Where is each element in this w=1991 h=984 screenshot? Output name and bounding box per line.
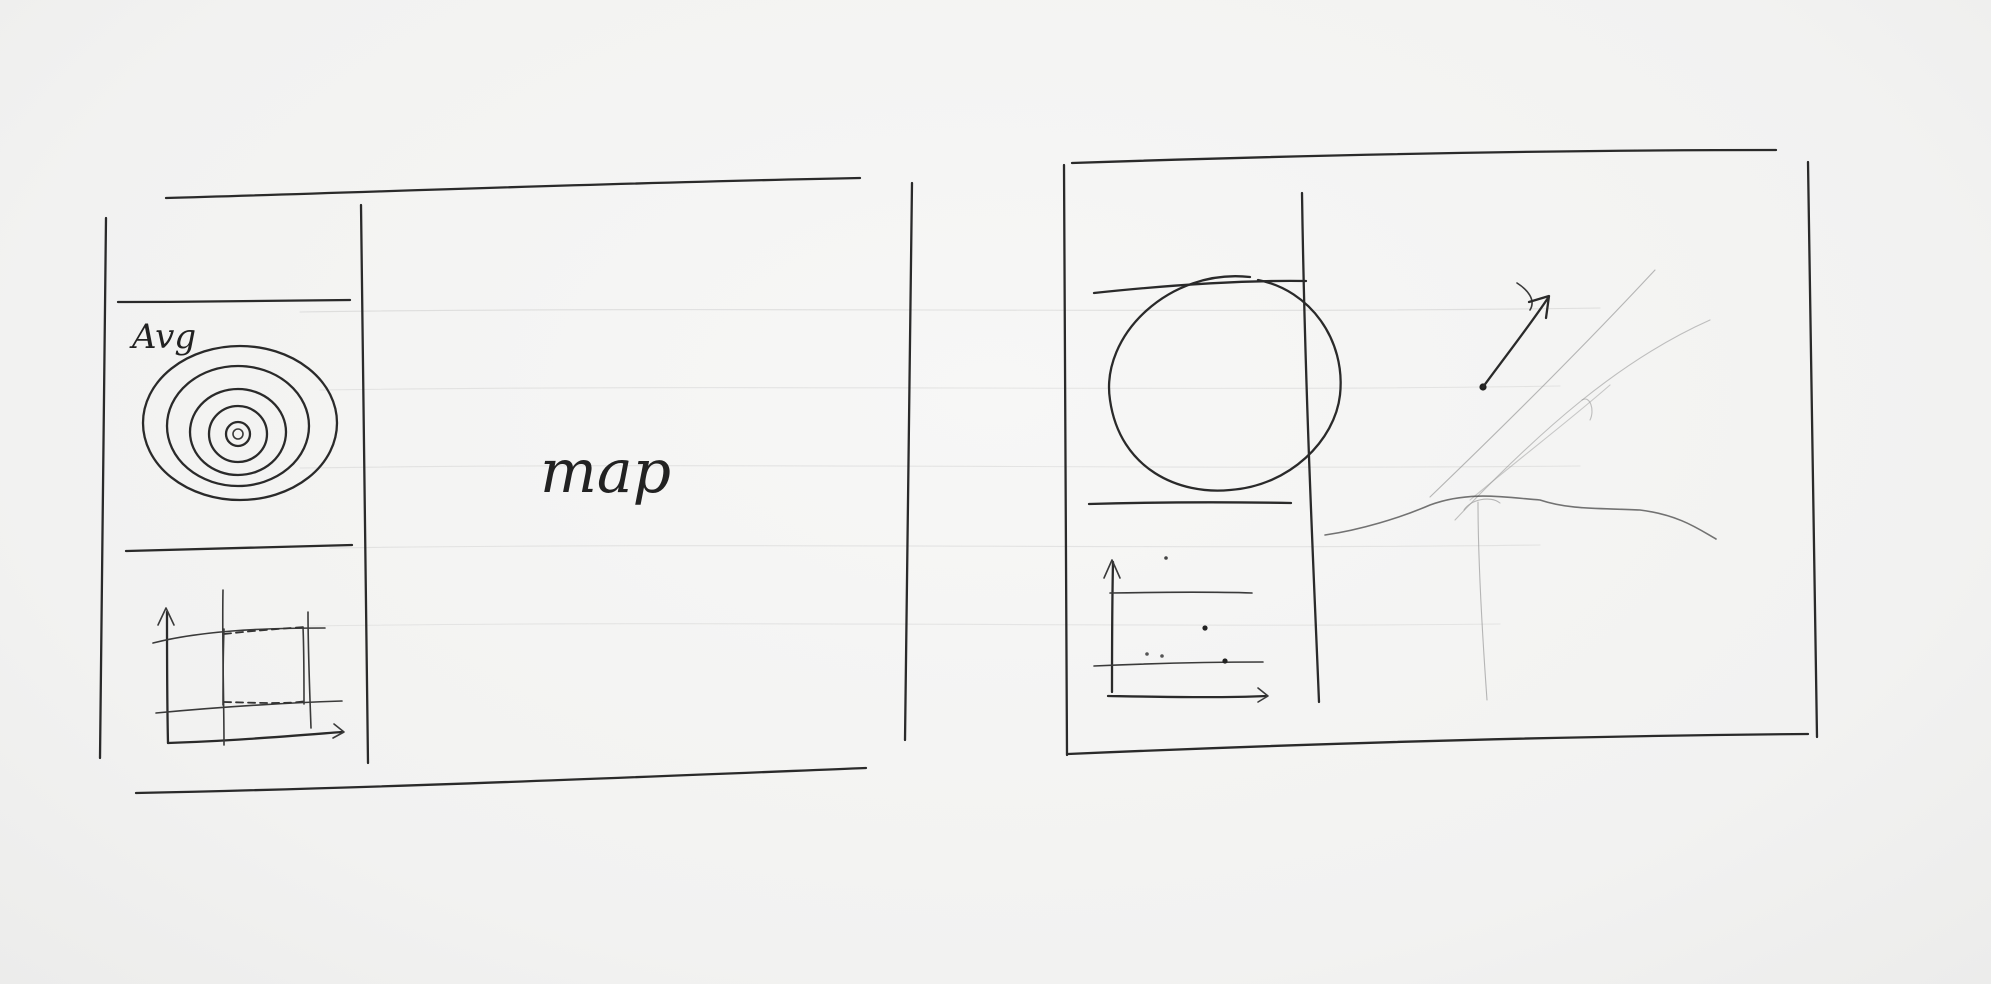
right-sidebar-header-line <box>1092 279 1308 295</box>
right-frame <box>1062 148 1819 757</box>
avg-label: Avg <box>129 317 196 357</box>
right-frame-left-border <box>1062 163 1069 757</box>
map-label: map <box>540 437 671 507</box>
concentric-circles <box>141 344 339 502</box>
right-sidebar-middle-line <box>1087 501 1293 506</box>
left-sidebar-divider <box>359 203 370 765</box>
left-sidebar-header-line <box>116 298 352 304</box>
left-sidebar-middle-line <box>124 543 354 553</box>
right-sidebar-divider <box>1300 191 1321 704</box>
left-frame-left-border <box>98 216 108 760</box>
radius-circle <box>1107 275 1551 492</box>
left-mini-chart <box>152 589 345 746</box>
left-frame-bottom-border <box>134 766 868 795</box>
right-mini-chart <box>1093 556 1269 703</box>
left-frame: Avg map <box>98 176 914 795</box>
right-frame-bottom-border <box>1066 732 1810 756</box>
left-frame-top-border <box>164 176 862 200</box>
left-frame-right-border <box>903 181 914 742</box>
map-construction-lines <box>1324 269 1717 701</box>
bleed-through-marks <box>299 307 1601 627</box>
right-frame-right-border <box>1806 160 1819 739</box>
right-frame-top-border <box>1070 148 1778 165</box>
